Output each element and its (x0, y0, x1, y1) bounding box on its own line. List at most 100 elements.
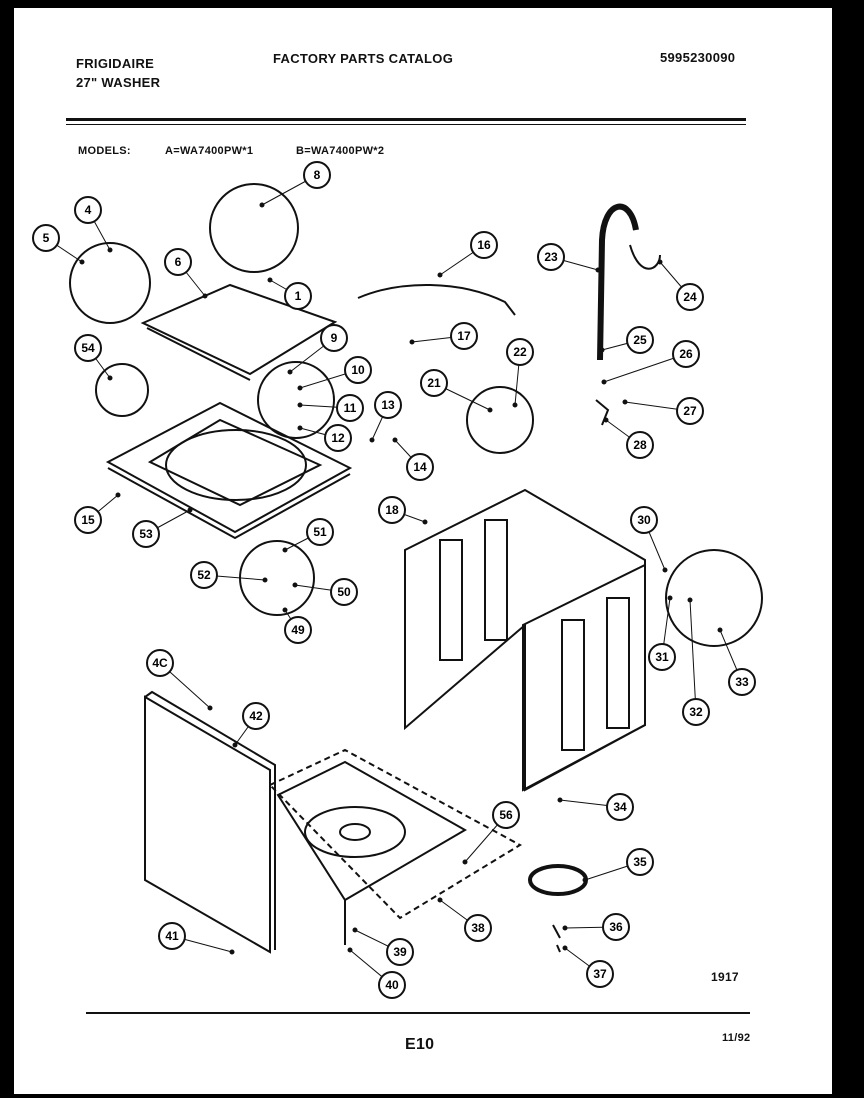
callout-number: 42 (249, 709, 263, 723)
front-panel (144, 695, 271, 954)
callout-number: 51 (313, 525, 327, 539)
front-panel-edge (144, 690, 276, 950)
detail-circle-lid-lock (257, 361, 335, 439)
side-panel-slot-1 (561, 619, 585, 751)
leader-dot (292, 582, 298, 588)
leader-dot (297, 425, 303, 431)
leader-dot (262, 577, 268, 583)
callout-balloon (164, 248, 192, 276)
leader-dot (582, 877, 588, 883)
leader-dot (297, 385, 303, 391)
callout-balloon (306, 518, 334, 546)
callout-number: 54 (81, 341, 95, 355)
callout-balloon (464, 914, 492, 942)
catalog-number: 5995230090 (660, 50, 736, 65)
callout-number: 23 (544, 250, 558, 264)
leader-dot (282, 547, 288, 553)
leader-dot (717, 627, 723, 633)
callout-balloon (378, 496, 406, 524)
callout-number: 38 (471, 921, 485, 935)
callout-number: 33 (735, 675, 749, 689)
callout-balloon (324, 424, 352, 452)
detail-circle-lid-hinge (69, 242, 151, 324)
catalog-title: FACTORY PARTS CATALOG (273, 51, 454, 66)
callout-number: 52 (197, 568, 211, 582)
callout-number: 22 (513, 345, 527, 359)
callout-number: 4C (152, 656, 168, 670)
leader-dot (512, 402, 518, 408)
models-label: MODELS: (78, 145, 131, 157)
leader-dot (657, 259, 663, 265)
callout-balloon (648, 643, 676, 671)
callout-balloon (146, 649, 174, 677)
rear-panel-slot-2 (484, 519, 508, 641)
callout-balloon (158, 922, 186, 950)
callout-number: 30 (637, 513, 651, 527)
callout-balloon (470, 231, 498, 259)
hose-clip (629, 244, 661, 270)
callout-balloon (74, 196, 102, 224)
callout-balloon (626, 848, 654, 876)
snubber-ring (528, 864, 588, 896)
callout-balloon (336, 394, 364, 422)
model-b: B=WA7400PW*2 (296, 145, 385, 157)
leader-dot (352, 927, 358, 933)
leader-dot (207, 705, 213, 711)
callout-number: 28 (633, 438, 647, 452)
callout-balloon (602, 913, 630, 941)
callout-number: 31 (655, 650, 669, 664)
print-date: 11/92 (722, 1032, 751, 1044)
callout-number: 5 (43, 231, 50, 245)
page-number: E10 (405, 1036, 435, 1053)
callout-balloon (682, 698, 710, 726)
callout-balloon (406, 453, 434, 481)
base-hub (304, 806, 406, 858)
callout-balloon (242, 702, 270, 730)
callout-balloon (537, 243, 565, 271)
callout-number: 9 (331, 331, 338, 345)
callout-number: 10 (351, 363, 365, 377)
callout-balloon (676, 283, 704, 311)
callout-balloon (586, 960, 614, 988)
detail-circle-switch-bracket (239, 540, 315, 616)
header-rule (66, 118, 746, 121)
callout-number: 37 (593, 967, 607, 981)
callout-number: 36 (609, 920, 623, 934)
callout-number: 34 (613, 800, 627, 814)
callout-number: 27 (683, 404, 697, 418)
callout-number: 41 (165, 929, 179, 943)
header-rule-thin (66, 124, 746, 125)
leader-dot (437, 272, 443, 278)
leader-dot (229, 949, 235, 955)
callout-balloon (132, 520, 160, 548)
leader-line (603, 353, 687, 383)
callout-number: 6 (175, 255, 182, 269)
callout-number: 25 (633, 333, 647, 347)
callout-balloon (344, 356, 372, 384)
callout-balloon (190, 561, 218, 589)
callout-balloon (672, 340, 700, 368)
callout-balloon (506, 338, 534, 366)
callout-number: 24 (683, 290, 697, 304)
callout-balloon (378, 971, 406, 999)
base-center (339, 823, 371, 841)
leader-dot (437, 897, 443, 903)
callout-number: 26 (679, 347, 693, 361)
callout-balloon (728, 668, 756, 696)
leader-dot (107, 247, 113, 253)
detail-circle-lid-switch (95, 363, 149, 417)
leader-dot (562, 945, 568, 951)
callout-number: 56 (499, 808, 513, 822)
leader-dot (462, 859, 468, 865)
callout-number: 53 (139, 527, 153, 541)
leader-dot (595, 267, 601, 273)
foot-fasteners (552, 924, 561, 953)
tub-opening (165, 429, 307, 501)
leader-dot (622, 399, 628, 405)
lid-part (140, 283, 338, 376)
callout-number: 16 (477, 238, 491, 252)
callout-number: 11 (344, 401, 357, 415)
callout-balloon (284, 616, 312, 644)
